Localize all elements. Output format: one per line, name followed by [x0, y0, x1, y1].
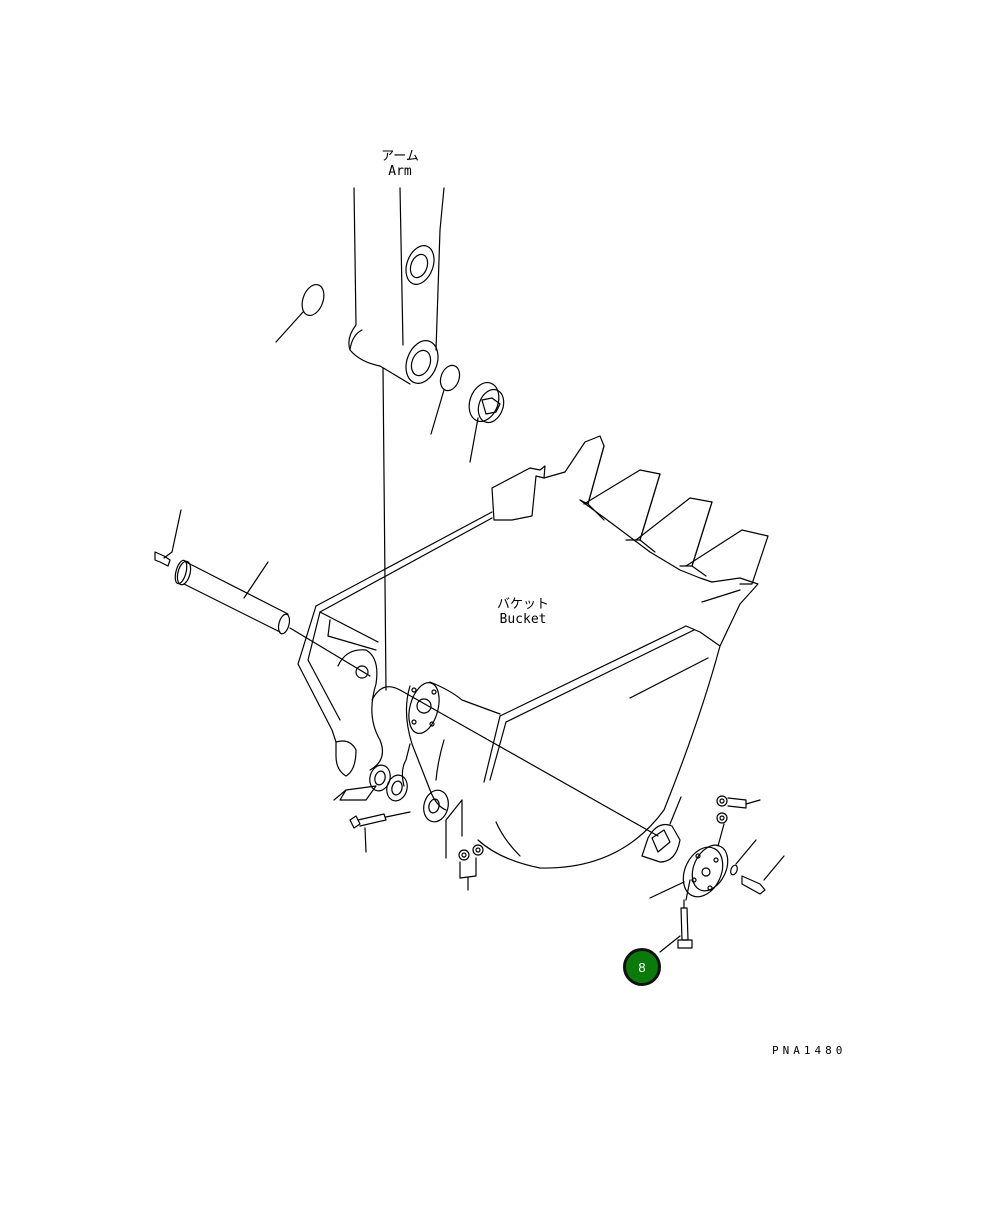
bolt-parts — [350, 800, 483, 890]
bucket-drawing — [298, 436, 768, 868]
bucket-pin — [155, 510, 370, 676]
bucket-label-jp: バケット — [496, 597, 549, 612]
callout-8-leader — [660, 936, 680, 952]
arm-label-jp: アーム — [381, 149, 419, 164]
arm-drawing — [349, 188, 444, 690]
arm-label-en: Arm — [388, 164, 412, 179]
bucket-label-en: Bucket — [499, 612, 547, 627]
retaining-ring-part — [464, 378, 508, 462]
shim-plate — [642, 797, 681, 862]
arm-label: アーム Arm — [370, 149, 430, 179]
part-callout-8[interactable]: 8 — [623, 948, 661, 986]
drawing-code: PNA1480 — [772, 1044, 847, 1057]
bucket-label: バケット Bucket — [488, 597, 558, 627]
o-ring-parts — [276, 282, 463, 434]
end-plate — [650, 796, 784, 948]
